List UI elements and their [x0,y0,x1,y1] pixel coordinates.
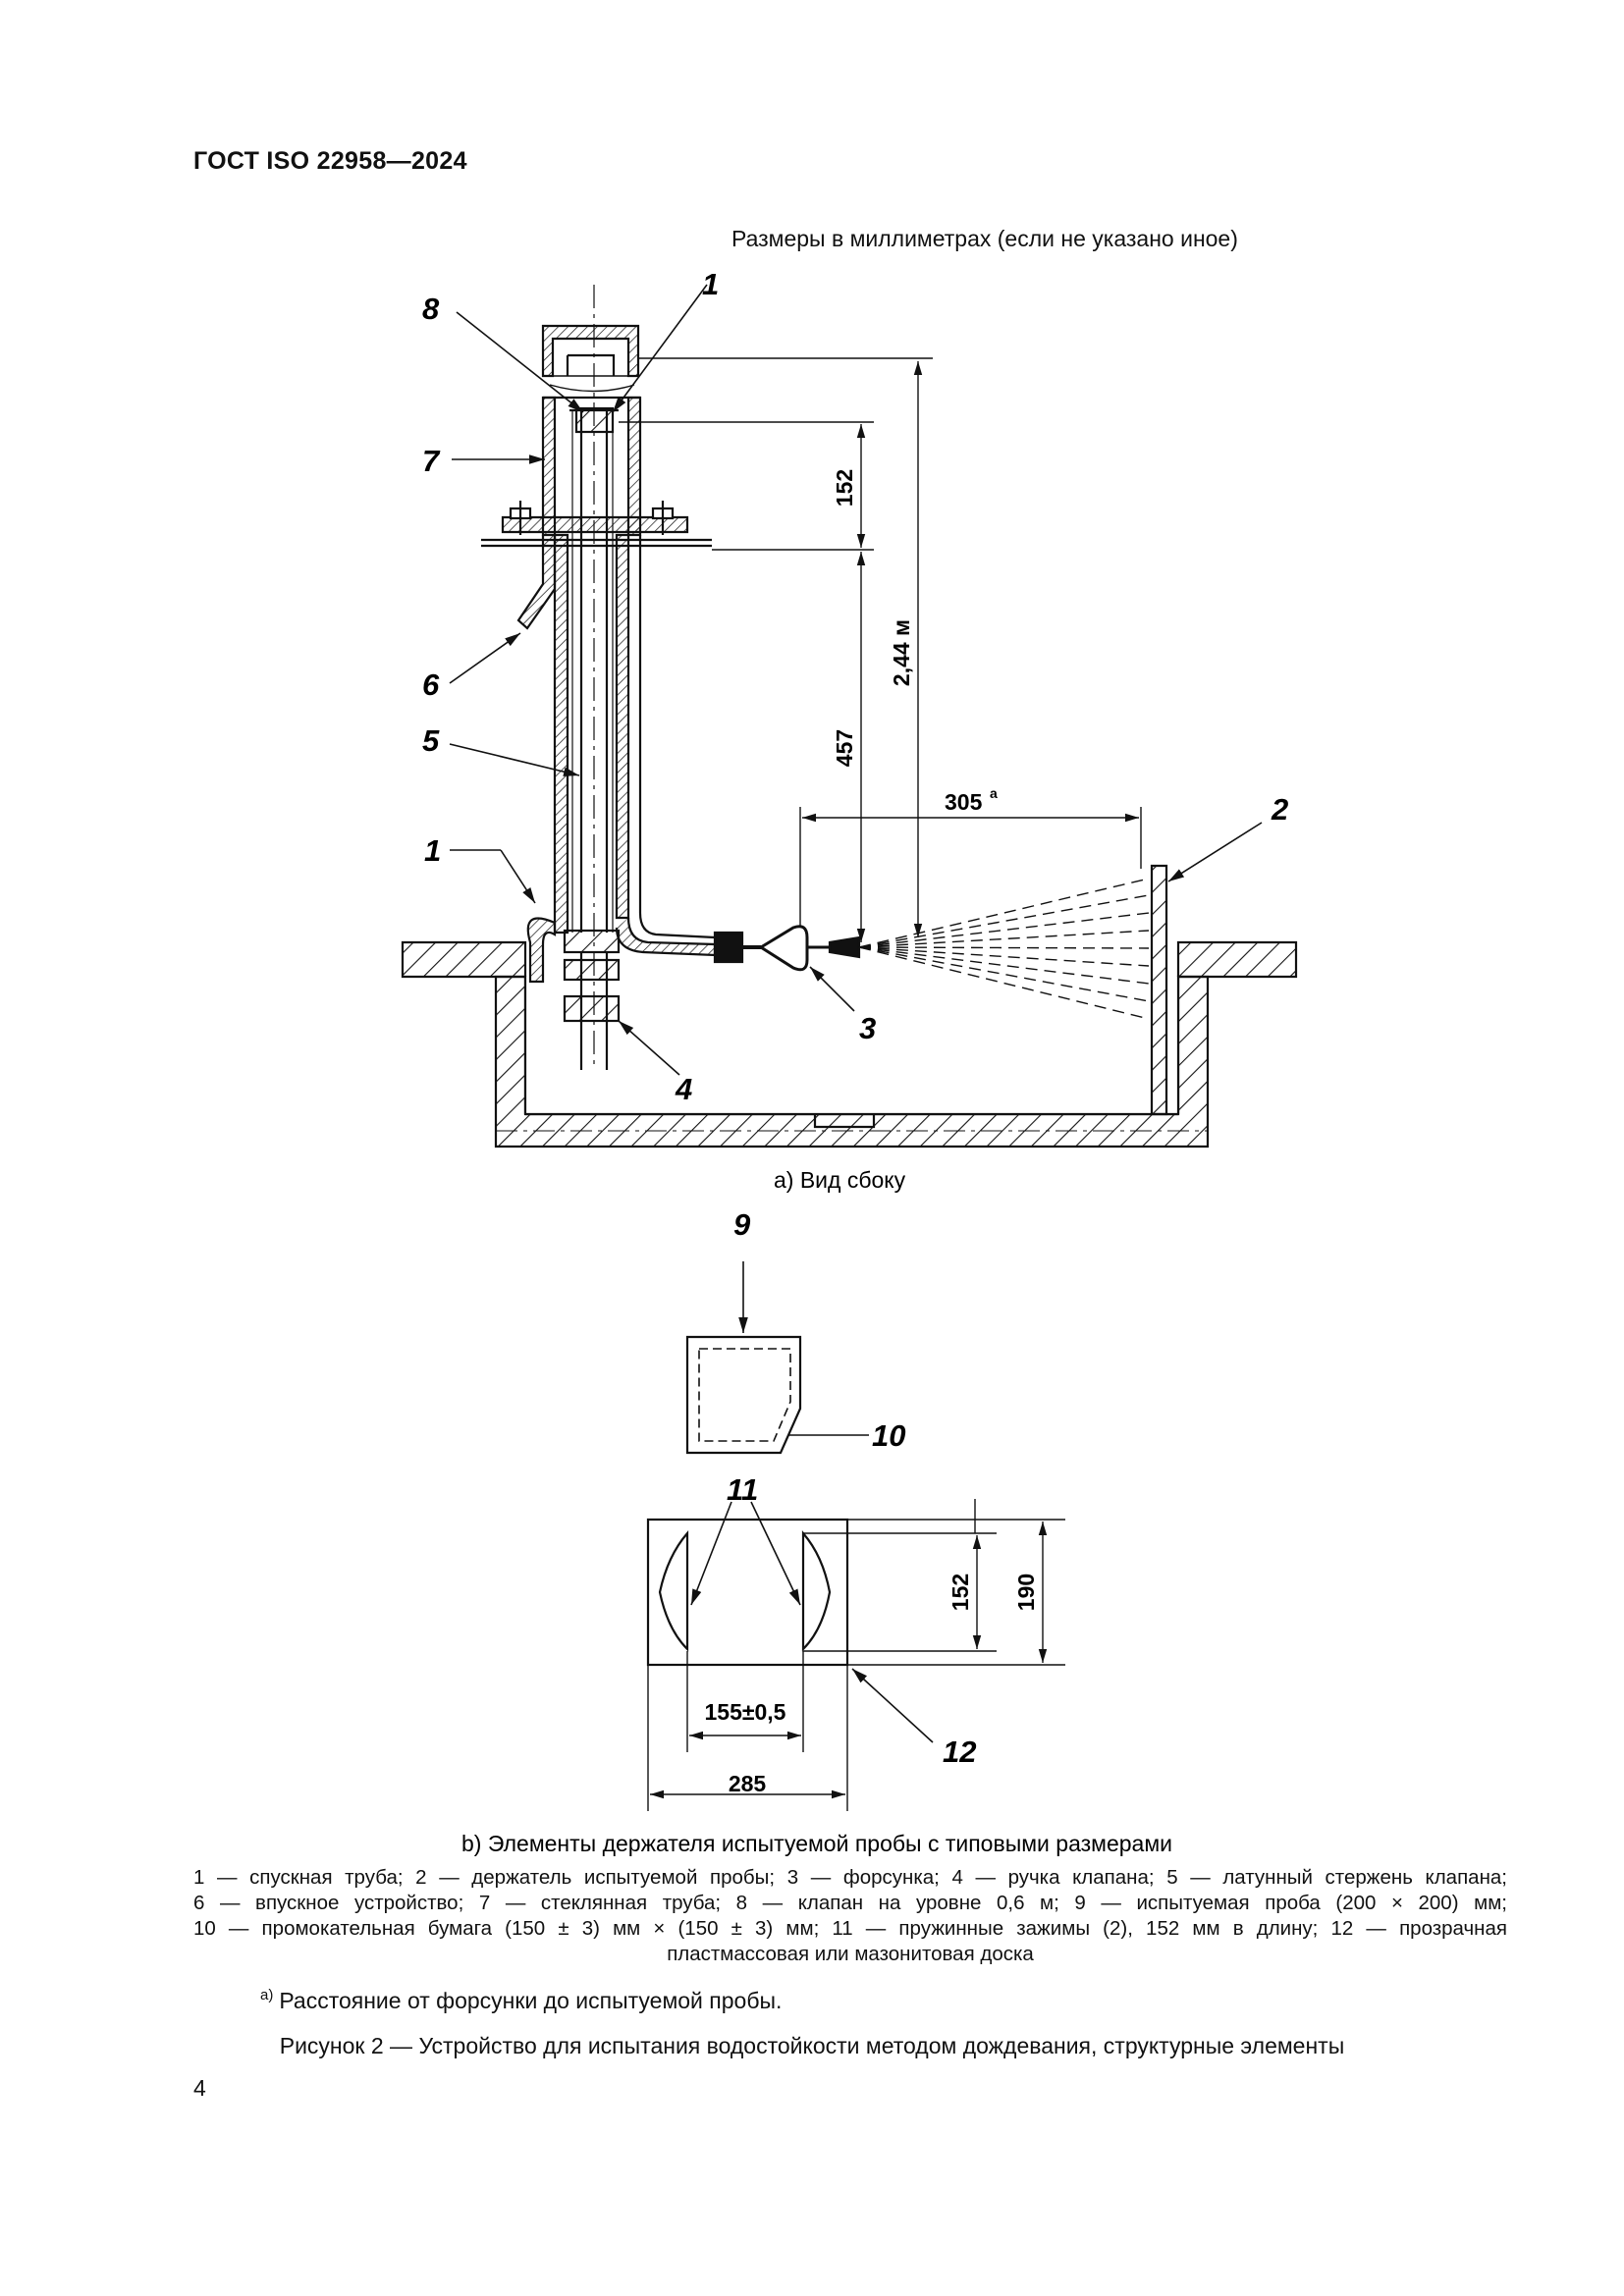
tank [401,940,1298,1148]
dim-152-a: 152 [832,469,857,507]
dim-305: 305 [945,789,983,815]
callout-4: 4 [675,1072,692,1106]
callout-9: 9 [733,1207,751,1242]
footnote-text: Расстояние от форсунки до испытуемой про… [279,1988,783,2013]
dim-305-footnote: a [990,785,998,801]
callout-1-top: 1 [702,267,719,301]
callout-3: 3 [859,1011,876,1045]
glass-tube [541,396,642,537]
callout-1-bottom: 1 [424,833,441,868]
callout-8: 8 [422,292,440,326]
dimension-lines [619,357,1142,942]
figure-b-caption: b) Элементы держателя испытуемой пробы с… [461,1831,1172,1856]
dim-457: 457 [832,729,857,767]
flange [481,501,712,548]
callout-5: 5 [422,723,440,758]
legend-line-2: 6 — впускное устройство; 7 — стеклянная … [193,1892,1507,1914]
figure-b-holder-elements [646,1261,1065,1811]
callout-2: 2 [1271,792,1288,827]
dim-2-44m: 2,44 м [889,619,914,686]
dim-285: 285 [729,1771,767,1796]
legend-line-3: 10 — промокательная бумага (150 ± 3) мм … [193,1917,1507,1940]
callout-leaders [449,284,1263,1076]
callout-leaders-b [690,1261,934,1743]
dim-190: 190 [1013,1574,1039,1611]
callout-6: 6 [422,667,440,702]
figure-a-caption: a) Вид сбоку [774,1167,906,1193]
spray-cone [858,878,1150,1020]
units-note: Размеры в миллиметрах (если не указано и… [731,226,1238,251]
figure-title: Рисунок 2 — Устройство для испытания вод… [279,2033,1345,2058]
figure-a-side-view [401,284,1298,1148]
callout-7: 7 [422,444,441,478]
callout-11: 11 [727,1472,758,1507]
dim-155: 155±0,5 [705,1699,786,1725]
footnote: a) Расстояние от форсунки до испытуемой п… [260,1987,782,2014]
footnote-mark: a) [260,1987,274,2003]
dimension-lines-b [647,1499,1065,1811]
legend-line-1: 1 — спускная труба; 2 — держатель испыту… [193,1866,1507,1889]
page-number: 4 [193,2075,206,2101]
main-pipe [553,410,630,934]
figure-legend: 1 — спускная труба; 2 — держатель испыту… [193,1865,1507,1967]
top-cap [541,324,640,393]
legend-line-4: пластмассовая или мазонитовая доска [667,1943,1034,1965]
callout-12: 12 [943,1735,976,1769]
page-header: ГОСТ ISO 22958—2024 [193,147,467,175]
dim-152-b: 152 [947,1574,973,1611]
callout-10: 10 [872,1418,905,1453]
